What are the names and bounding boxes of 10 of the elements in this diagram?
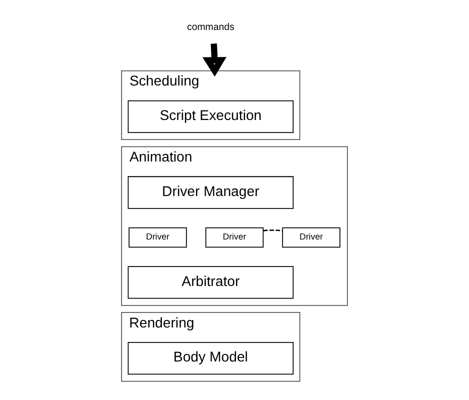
node-box: Body Model: [128, 342, 294, 375]
node-text: commands: [186, 22, 234, 34]
node-box: Driver Manager: [128, 176, 294, 209]
node-box: Script Execution: [128, 100, 294, 133]
node-box: Driver: [205, 227, 264, 248]
arrow: [202, 43, 226, 77]
node-box: Arbitrator: [128, 266, 294, 299]
node-box: Driver: [128, 227, 187, 248]
connector: [263, 230, 282, 232]
node-box: Driver: [282, 227, 340, 248]
